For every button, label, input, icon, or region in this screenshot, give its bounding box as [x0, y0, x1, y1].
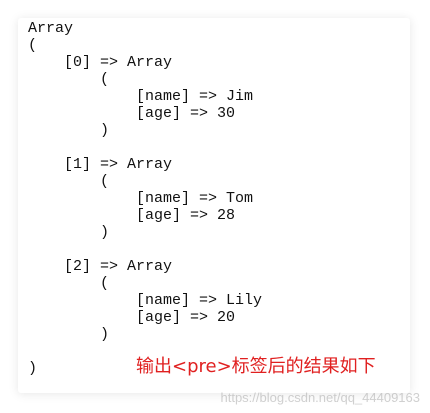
- output-line: ): [28, 360, 38, 377]
- output-line: Array: [28, 20, 74, 37]
- output-line: [name] => Tom: [28, 190, 254, 207]
- output-line: [name] => Jim: [28, 88, 254, 105]
- output-line: [1] => Array: [28, 156, 173, 173]
- output-line: [age] => 30: [28, 105, 236, 122]
- output-line: ): [28, 122, 110, 139]
- output-line: [age] => 20: [28, 309, 236, 326]
- output-line: (: [28, 275, 110, 292]
- output-line: [2] => Array: [28, 258, 173, 275]
- output-panel: [18, 18, 410, 393]
- output-line: (: [28, 71, 110, 88]
- output-line: ): [28, 326, 110, 343]
- output-line: (: [28, 173, 110, 190]
- watermark: https://blog.csdn.net/qq_44409163: [220, 390, 421, 405]
- output-line: [age] => 28: [28, 207, 236, 224]
- output-line: ): [28, 224, 110, 241]
- output-line: [name] => Lily: [28, 292, 263, 309]
- pre-output: Array ( [0] => Array ( [name] => Jim [ag…: [28, 20, 262, 377]
- output-line: [0] => Array: [28, 54, 173, 71]
- annotation-text: 输出<pre>标签后的结果如下: [136, 356, 376, 377]
- output-line: (: [28, 37, 38, 54]
